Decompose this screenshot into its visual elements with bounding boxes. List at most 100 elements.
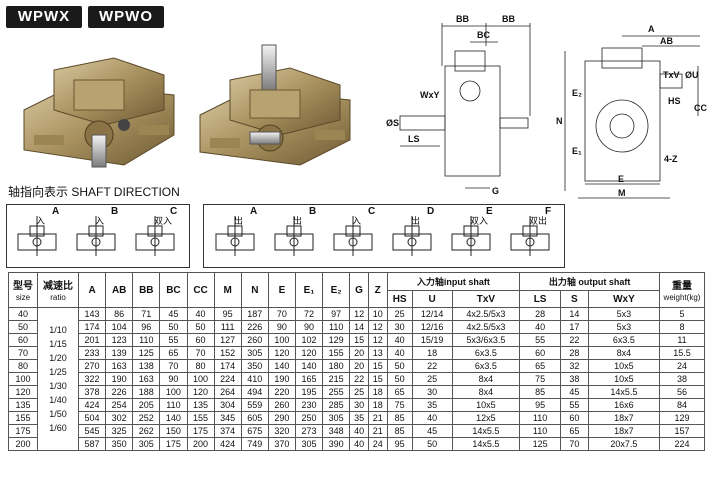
table-cell: 40: [386, 346, 413, 360]
table-cell: 14: [559, 307, 589, 321]
direction-io-label: 入: [95, 216, 105, 226]
table-cell: 424: [77, 398, 107, 412]
table-cell: 75: [386, 398, 413, 412]
table-cell: 224: [659, 437, 705, 451]
table-cell: 350: [105, 437, 134, 451]
table-cell: 16x6: [587, 398, 661, 412]
table-cell: 35: [411, 398, 453, 412]
table-cell: 100: [8, 372, 38, 386]
table-cell: 14x5.5: [451, 424, 521, 438]
table-cell: 187: [240, 307, 269, 321]
label-e2: E₂: [572, 88, 582, 98]
table-cell: 60: [559, 411, 589, 425]
label-txv: TxV: [663, 70, 680, 80]
table-cell: 60: [519, 346, 561, 360]
table-cell: 155: [8, 411, 38, 425]
table-cell: 226: [240, 320, 269, 334]
label-cc: CC: [694, 103, 707, 113]
output-col-header: LS: [519, 290, 561, 308]
table-cell: 90: [294, 320, 324, 334]
table-cell: 410: [240, 372, 269, 386]
table-cell: 325: [105, 424, 134, 438]
table-cell: 90: [159, 372, 188, 386]
table-cell: 163: [132, 372, 161, 386]
table-cell: 120: [186, 385, 215, 399]
col-header: E: [267, 272, 297, 308]
table-cell: 120: [267, 346, 297, 360]
table-cell: 138: [132, 359, 161, 373]
label-bb-2: BB: [502, 14, 515, 24]
direction-io-label: 入: [36, 216, 46, 226]
direction-letter: A: [52, 206, 60, 217]
table-cell: 110: [519, 411, 561, 425]
table-cell: 140: [159, 411, 188, 425]
table-cell: 70: [186, 346, 215, 360]
table-cell: 102: [294, 333, 324, 347]
table-cell: 215: [322, 372, 351, 386]
table-cell: 70: [267, 307, 297, 321]
dimension-drawing: BB BB BC WxY LS ØS G A AB TxV ØU HS CC N…: [386, 14, 707, 199]
table-cell: 390: [322, 437, 351, 451]
table-cell: 8x4: [451, 385, 521, 399]
table-cell: 135: [186, 398, 215, 412]
direction-letter: C: [170, 206, 178, 217]
table-cell: 20x7.5: [587, 437, 661, 451]
ratio-value: 1/60: [49, 423, 67, 433]
table-cell: 140: [267, 359, 297, 373]
table-cell: 55: [519, 333, 561, 347]
table-cell: 305: [322, 411, 351, 425]
table-cell: 95: [519, 398, 561, 412]
table-cell: 20: [349, 359, 369, 373]
table-cell: 40: [8, 307, 38, 321]
table-cell: 28: [559, 346, 589, 360]
table-cell: 305: [240, 346, 269, 360]
size-header: size: [15, 293, 31, 302]
table-cell: 85: [386, 411, 413, 425]
table-cell: 100: [186, 372, 215, 386]
table-cell: 140: [294, 359, 324, 373]
table-cell: 174: [213, 359, 242, 373]
table-cell: 322: [77, 372, 107, 386]
ratio-value: 1/30: [49, 381, 67, 391]
table-cell: 15/19: [411, 333, 453, 347]
table-cell: 230: [294, 398, 324, 412]
table-cell: 252: [132, 411, 161, 425]
table-cell: 120: [8, 385, 38, 399]
table-cell: 675: [240, 424, 269, 438]
ratio-value: 1/40: [49, 395, 67, 405]
table-cell: 24: [659, 359, 705, 373]
label-n: N: [556, 116, 563, 126]
table-cell: 65: [159, 346, 188, 360]
table-cell: 17: [559, 320, 589, 334]
output-col-header: S: [559, 290, 589, 308]
table-cell: 12: [349, 307, 369, 321]
col-header: AB: [105, 272, 134, 308]
table-cell: 21: [367, 411, 388, 425]
table-cell: 250: [294, 411, 324, 425]
table-cell: 50: [386, 359, 413, 373]
col-header: CC: [186, 272, 215, 308]
table-cell: 348: [322, 424, 351, 438]
input-col-header: TxV: [451, 290, 521, 308]
table-cell: 125: [132, 346, 161, 360]
ratio-value: 1/10: [49, 325, 67, 335]
table-cell: 95: [213, 307, 242, 321]
table-cell: 374: [213, 424, 242, 438]
table-cell: 85: [519, 385, 561, 399]
table-cell: 5: [659, 307, 705, 321]
direction-box-right: [203, 204, 565, 268]
table-cell: 290: [267, 411, 297, 425]
table-cell: 100: [159, 385, 188, 399]
gearbox-schematic-icon: [76, 216, 116, 256]
table-cell: 4x2.5/5x3: [451, 307, 521, 321]
table-cell: 45: [159, 307, 188, 321]
col-header: N: [240, 272, 269, 308]
